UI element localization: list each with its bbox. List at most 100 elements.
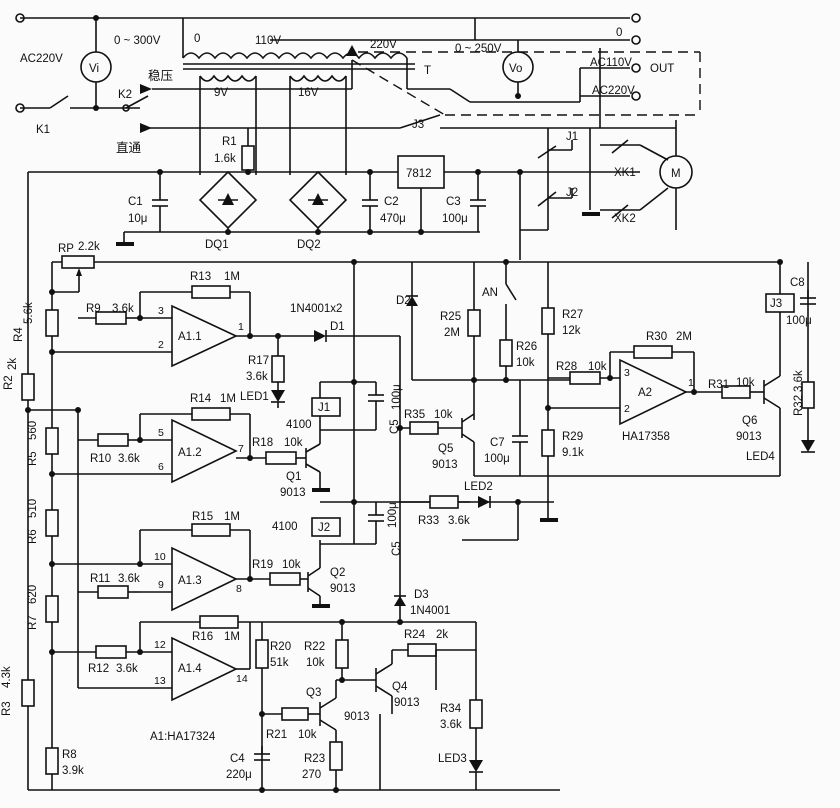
pin-8: 8	[236, 583, 242, 595]
pin-3: 3	[158, 305, 164, 317]
regulator-label: 7812	[406, 168, 432, 180]
c3-value: 100μ	[442, 213, 468, 225]
led1-label: LED1	[240, 391, 269, 403]
pin-6: 6	[158, 461, 164, 473]
j1-coil-label: J1	[318, 402, 330, 414]
a2-label: A2	[638, 387, 652, 399]
r25-value: 2M	[444, 327, 460, 339]
c8-label: C8	[790, 277, 805, 289]
c1-label: C1	[128, 196, 143, 208]
r16-value: 1M	[224, 631, 240, 643]
q2-label: Q2	[330, 567, 345, 579]
pin-14: 14	[236, 673, 248, 685]
c7-value: 100μ	[484, 453, 510, 465]
q5-label: Q5	[438, 443, 453, 455]
r35-label: R35	[404, 409, 425, 421]
r16-label: R16	[192, 631, 213, 643]
opamp-a11	[52, 285, 314, 368]
opamp-a12	[52, 407, 306, 484]
r12-value: 3.6k	[116, 663, 138, 675]
pin-9: 9	[158, 579, 164, 591]
vi-range-label: 0 ~ 300V	[114, 35, 161, 47]
r9-value: 3.6k	[112, 303, 134, 315]
r23-label: R23	[304, 753, 325, 765]
c1-value: 10μ	[128, 213, 147, 225]
vi-meter-label: Vi	[89, 63, 99, 75]
a2-pin-2: 2	[624, 403, 630, 415]
bottom-timer	[254, 619, 483, 793]
r8-value: 3.9k	[62, 765, 84, 777]
r11-value: 3.6k	[118, 573, 140, 585]
k2-label: K2	[118, 89, 132, 101]
q1-part: 9013	[280, 487, 306, 499]
q5-part: 9013	[432, 459, 458, 471]
r21-value: 10k	[298, 729, 317, 741]
j3-contact-label: J3	[412, 119, 424, 131]
j2-coil-value: 4100	[272, 521, 298, 533]
r24-label: R24	[404, 629, 426, 641]
r20-label: R20	[270, 641, 291, 653]
r19-label: R19	[252, 559, 273, 571]
r3-label: R3	[1, 701, 13, 716]
r24-value: 2k	[436, 629, 448, 641]
out-220-label: AC220V	[592, 85, 635, 97]
q4-part: 9013	[394, 697, 420, 709]
r31-label: R31	[708, 379, 729, 391]
r28-label: R28	[556, 361, 577, 373]
c4-value: 220μ	[226, 769, 252, 781]
c5-upper-value: 100μ	[391, 384, 403, 410]
r26-label: R26	[516, 341, 537, 353]
r13-label: R13	[190, 271, 211, 283]
opamp-a14	[52, 615, 262, 702]
rp-value: 2.2k	[78, 241, 100, 253]
j1-coil-value: 4100	[286, 419, 312, 431]
out-0-label: 0	[616, 27, 622, 39]
r29-label: R29	[562, 431, 583, 443]
r7-value: 620	[27, 585, 39, 604]
d3-value: 1N4001	[410, 605, 450, 617]
r22-value: 10k	[306, 657, 325, 669]
opamp-a13	[52, 523, 308, 612]
j1-contact-label: J1	[566, 131, 578, 143]
xk2-label: XK2	[614, 213, 636, 225]
sec-9v-label: 9V	[214, 87, 228, 99]
vo-range-label: 0 ~ 250V	[455, 43, 502, 55]
r19-value: 10k	[282, 559, 301, 571]
an-button-label: AN	[482, 287, 498, 299]
d3-label: D3	[414, 589, 429, 601]
r5-label: R5	[27, 451, 39, 466]
led3-label: LED3	[438, 753, 467, 765]
c4-label: C4	[230, 753, 245, 765]
r11-label: R11	[90, 573, 110, 585]
sec-16v-label: 16V	[298, 87, 319, 99]
q3-label: Q3	[306, 687, 321, 699]
r8-label: R8	[62, 749, 77, 761]
r26-value: 10k	[516, 357, 535, 369]
divider-chain	[21, 255, 560, 791]
r3-value: 4.3k	[1, 666, 13, 688]
c8-value: 100μ	[786, 315, 812, 327]
a12-label: A1.2	[178, 447, 202, 459]
out-110-label: AC110V	[590, 57, 632, 69]
r31-value: 10k	[736, 377, 755, 389]
pin-5: 5	[158, 427, 164, 439]
a2-pin-1: 1	[688, 377, 694, 389]
a13-label: A1.3	[178, 575, 202, 587]
r14-value: 1M	[220, 393, 236, 405]
r33-label: R33	[418, 515, 439, 527]
r30-label: R30	[646, 331, 667, 343]
r34-label: R34	[440, 703, 462, 715]
j2-contact-label: J2	[566, 187, 578, 199]
r9-label: R9	[86, 303, 101, 315]
c2-value: 470μ	[380, 213, 406, 225]
r15-label: R15	[192, 511, 213, 523]
r10-label: R10	[90, 453, 111, 465]
xk1-label: XK1	[614, 167, 636, 179]
r18-label: R18	[252, 437, 273, 449]
r30-value: 2M	[676, 331, 692, 343]
q2-part: 9013	[330, 583, 356, 595]
c5-upper-label: C5	[389, 419, 401, 434]
right-section	[397, 259, 816, 541]
dq1-label: DQ1	[205, 239, 229, 251]
